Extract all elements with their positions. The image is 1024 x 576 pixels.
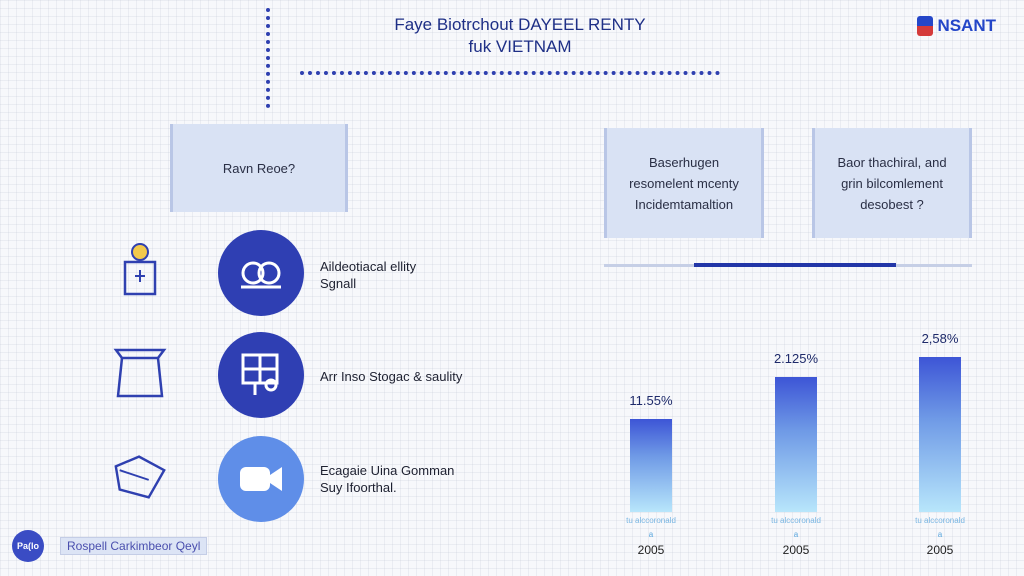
dotted-connector-horizontal: [300, 71, 720, 79]
brand-logo: NSANT: [917, 16, 996, 36]
slider-fill: [694, 263, 896, 267]
folder-icon: [110, 446, 170, 506]
row-3-text: Ecagaie Uina Gomman Suy Ifoorthal.: [320, 463, 455, 495]
chart-value-label: 2.125%: [773, 351, 819, 366]
camera-circle-button[interactable]: [218, 436, 304, 522]
chart-value-label: 11.55%: [629, 393, 673, 408]
panel-middle-text: Baserhugen resomelent mcenty Incidemtama…: [629, 154, 739, 212]
bag-clock-icon: [110, 238, 170, 298]
chart-category-label: 2005: [637, 543, 665, 557]
chart-sub-label: tu alccoronald: [626, 516, 676, 525]
chart-tick-mark: a: [937, 530, 943, 539]
board-icon: [241, 353, 279, 395]
page-title: Faye Biotrchout DAYEEL RENTY fuk VIETNAM: [394, 15, 646, 56]
chart-category-label: 2005: [782, 543, 810, 557]
chart-category-label: 2005: [926, 543, 954, 557]
chart-sub-label: tu alccoronald: [915, 516, 965, 525]
info-panel-middle: Baserhugen resomelent mcenty Incidemtama…: [604, 128, 764, 238]
basket-icon: [110, 340, 170, 400]
panel-right-text: Baor thachiral, and grin bilcomlement de…: [837, 154, 947, 212]
camera-icon: [240, 467, 282, 491]
info-panel-left: Ravn Reoe?: [170, 124, 348, 212]
chart-tick-mark: a: [793, 530, 799, 539]
panel-left-text: Ravn Reoe?: [222, 160, 296, 176]
dotted-connector-vertical: [266, 8, 274, 108]
info-panel-right: Baor thachiral, and grin bilcomlement de…: [812, 128, 972, 238]
row-2-text: Arr Inso Stogac & saulity: [320, 369, 463, 384]
chart-tick-mark: a: [648, 530, 654, 539]
chart-sub-label: tu alccoronald: [771, 516, 821, 525]
footer-text: Rospell Carkimbeor Qeyl: [60, 537, 208, 555]
gears-icon: [241, 261, 281, 289]
chart-bar: [919, 357, 961, 512]
chart-bar: [775, 377, 817, 512]
row-1-text: Aildeotiacal ellity Sgnall: [320, 259, 417, 291]
footer-badge: Pa(lo: [12, 530, 44, 562]
gears-circle-button[interactable]: [218, 230, 304, 316]
board-circle-button[interactable]: [218, 332, 304, 418]
chart-value-label: 2,58%: [921, 331, 959, 347]
chart-bar: [630, 419, 672, 512]
brand-name: NSANT: [937, 16, 996, 35]
brand-icon: [917, 16, 934, 36]
